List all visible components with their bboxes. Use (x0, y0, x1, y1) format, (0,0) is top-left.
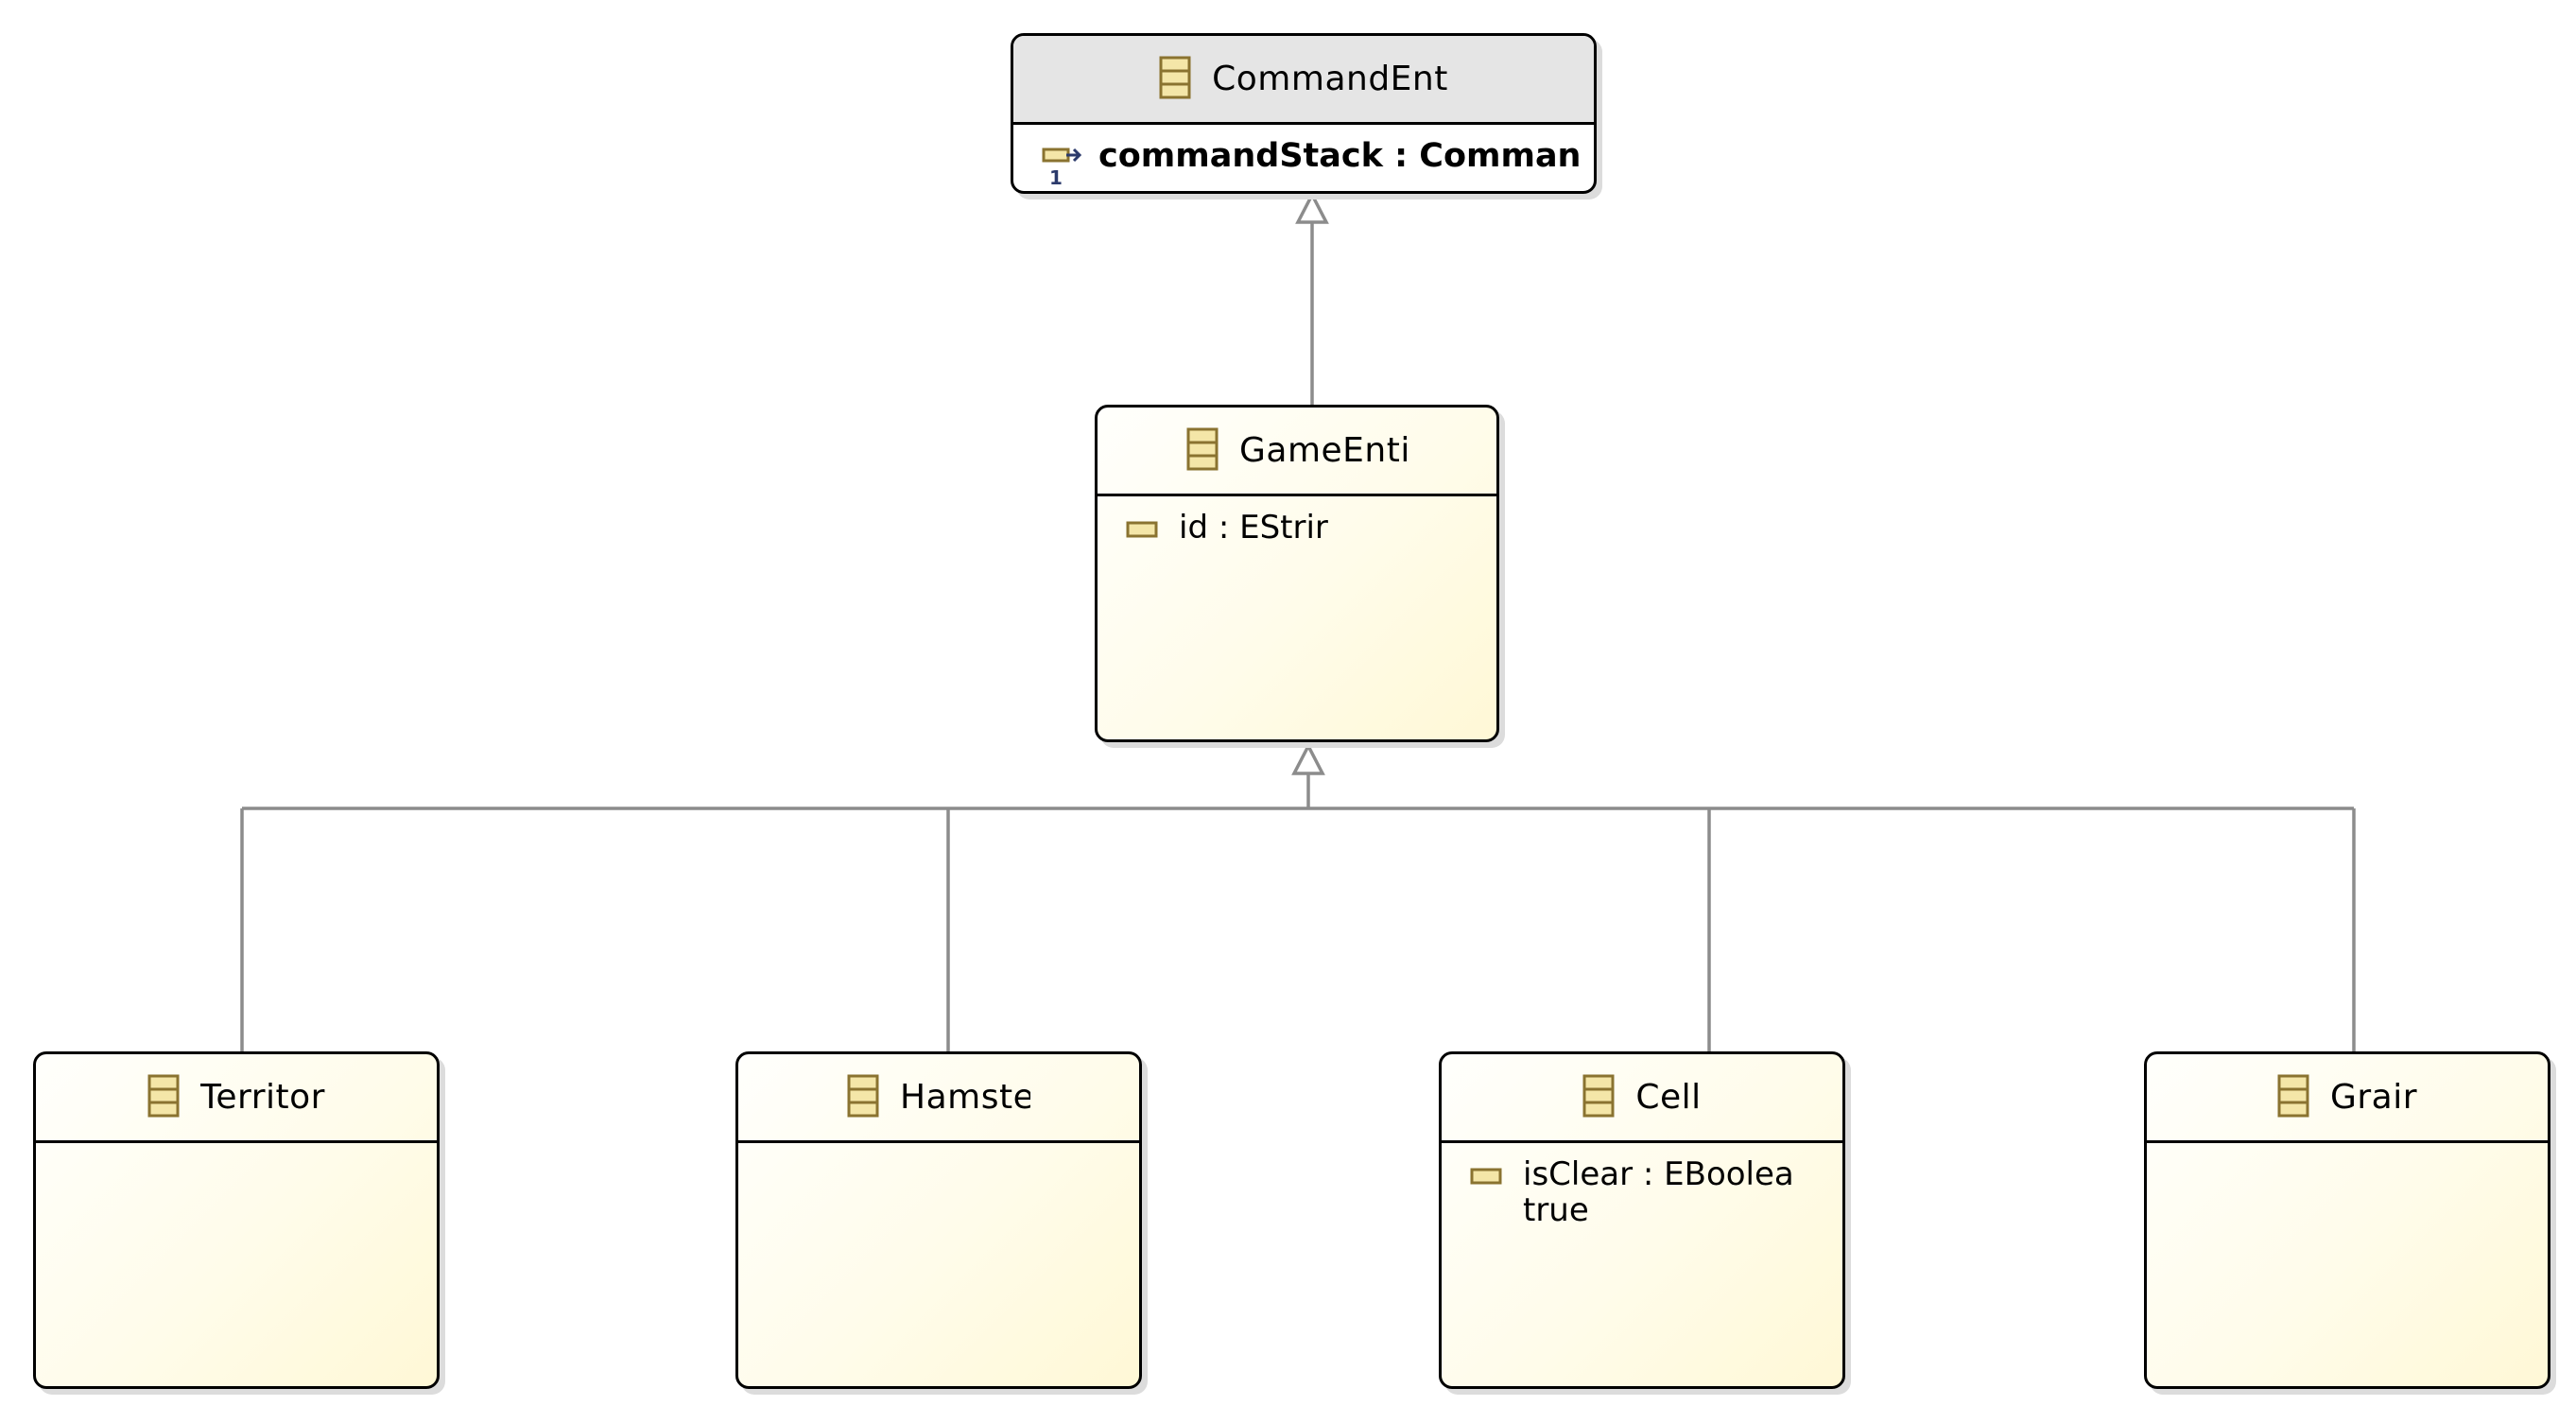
class-box-grain[interactable]: Grair (2144, 1051, 2550, 1389)
class-header: GameEnti (1098, 408, 1496, 496)
eclass-icon (1582, 1074, 1615, 1121)
attribute-compartment: 1 commandStack : Comman (1013, 125, 1594, 191)
eattribute-icon (1470, 1168, 1502, 1190)
class-header: Hamste (738, 1054, 1139, 1143)
attribute-compartment (2147, 1143, 2548, 1156)
attribute-compartment: isClear : EBoolea true (1442, 1143, 1842, 1228)
attribute-text: isClear : EBoolea true (1523, 1156, 1794, 1228)
class-name: Grair (2329, 1078, 2418, 1117)
generalization-arrowhead-commandent (1295, 191, 1329, 224)
attribute-default-value: true (1523, 1191, 1589, 1228)
attribute-row[interactable]: id : EStrir (1126, 510, 1496, 546)
class-box-gameentity[interactable]: GameEnti id : EStrir (1095, 405, 1499, 742)
eclass-icon (1186, 427, 1219, 475)
eclass-icon (2277, 1074, 2309, 1121)
class-name: GameEnti (1239, 431, 1408, 470)
reference-cardinality: 1 (1049, 166, 1063, 187)
class-header: Grair (2147, 1054, 2548, 1143)
attribute-text: id : EStrir (1179, 510, 1328, 546)
class-box-commandent[interactable]: CommandEnt 1 commandStack : Comman (1011, 33, 1597, 194)
attribute-row[interactable]: 1 commandStack : Comman (1042, 138, 1594, 191)
class-box-territory[interactable]: Territor (33, 1051, 440, 1389)
class-name: CommandEnt (1212, 60, 1448, 98)
ereference-icon: 1 (1042, 146, 1083, 191)
attribute-text: commandStack : Comman (1098, 138, 1582, 174)
class-header: CommandEnt (1013, 36, 1594, 125)
class-box-hamster[interactable]: Hamste (735, 1051, 1142, 1389)
attribute-row[interactable]: isClear : EBoolea true (1470, 1156, 1842, 1228)
attribute-signature: isClear : EBoolea (1523, 1156, 1794, 1193)
class-name: Territor (200, 1078, 325, 1117)
attribute-compartment (738, 1143, 1139, 1156)
eattribute-icon (1126, 521, 1158, 544)
generalization-arrowhead-gameentity (1291, 742, 1325, 775)
eclass-icon (847, 1074, 879, 1121)
eclass-icon (147, 1074, 180, 1121)
attribute-compartment: id : EStrir (1098, 496, 1496, 546)
class-name: Cell (1635, 1078, 1702, 1117)
eclass-icon (1159, 56, 1191, 103)
attribute-compartment (36, 1143, 437, 1156)
class-box-cell[interactable]: Cell isClear : EBoolea true (1439, 1051, 1845, 1389)
class-header: Territor (36, 1054, 437, 1143)
class-name: Hamste (900, 1078, 1030, 1117)
class-header: Cell (1442, 1054, 1842, 1143)
